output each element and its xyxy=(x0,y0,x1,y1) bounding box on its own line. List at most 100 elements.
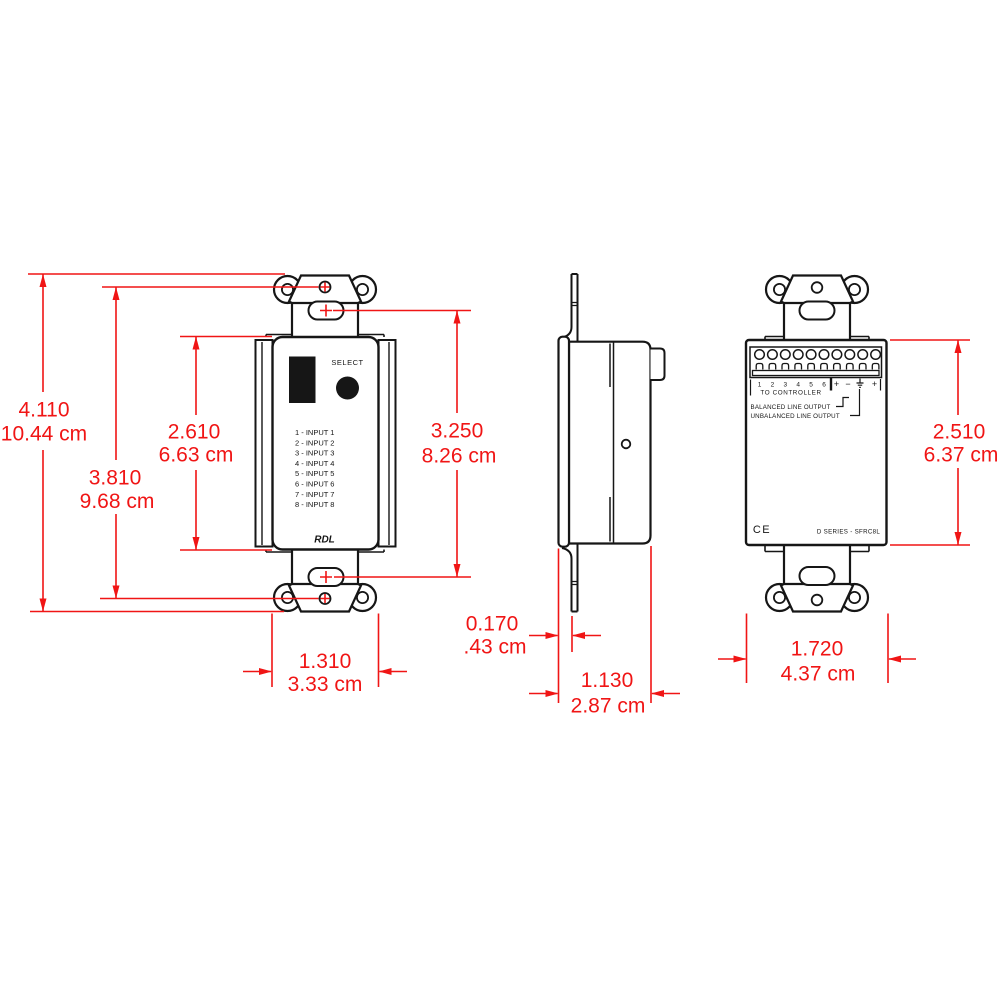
arrow-up-icon xyxy=(39,274,47,287)
terminal-screw xyxy=(870,348,882,361)
arrow-left-icon xyxy=(572,632,585,639)
mounting-hole xyxy=(810,593,824,607)
bracket-stem xyxy=(290,303,360,337)
dim-value-in: 0.170 xyxy=(466,613,519,636)
dim-value-cm: 3.33 cm xyxy=(288,673,363,696)
unbalanced-output-label: UNBALANCED LINE OUTPUT xyxy=(751,413,840,420)
input-legend-row: 8 - INPUT 8 xyxy=(295,500,334,509)
ear-screw-hole xyxy=(848,282,862,296)
terminal-screw xyxy=(844,348,856,361)
bracket-foot xyxy=(764,335,870,340)
dim-value-in: 3.810 xyxy=(89,467,142,490)
terminal-number: 3 xyxy=(783,382,787,389)
to-controller-label: TO CONTROLLER xyxy=(760,390,821,397)
side-hole xyxy=(620,438,632,450)
terminal-clamp xyxy=(871,362,880,370)
arrow-up-icon xyxy=(954,340,962,353)
terminal-screw xyxy=(792,348,804,361)
dim-overall-height: 4.110 10.44 cm xyxy=(1,274,87,612)
arrow-down-icon xyxy=(192,537,200,550)
terminal-group-tick xyxy=(749,379,882,396)
dim-value-cm: 6.63 cm xyxy=(159,444,234,467)
chassis-body-back xyxy=(744,338,888,547)
bottom-mounting-tab xyxy=(561,544,579,613)
ce-mark: CE xyxy=(753,524,771,536)
terminal-screw xyxy=(766,348,778,361)
rear-connector xyxy=(650,347,666,381)
arrow-down-icon xyxy=(39,598,47,612)
dim-value-cm: 9.68 cm xyxy=(80,490,155,513)
arrow-up-icon xyxy=(192,336,200,350)
dimension-annotations: 4.110 10.44 cm 3.810 9.68 cm 2.610 6.63 … xyxy=(1,273,998,718)
terminal-minus: − xyxy=(845,379,850,389)
arrow-right-icon xyxy=(545,632,559,639)
extension-line xyxy=(890,339,970,546)
balanced-output-label: BALANCED LINE OUTPUT xyxy=(751,404,831,411)
terminal-screw xyxy=(857,348,869,361)
dim-value-in: 3.250 xyxy=(431,420,484,443)
right-flange xyxy=(377,339,397,548)
terminal-number: 4 xyxy=(796,382,800,389)
dim-value-cm: 10.44 cm xyxy=(1,423,87,446)
terminal-clamp-bar xyxy=(751,369,880,377)
input-legend-row: 4 - INPUT 4 xyxy=(295,459,334,468)
terminal-screw xyxy=(753,348,766,361)
terminal-block-outline xyxy=(749,346,883,379)
arrow-up-icon xyxy=(453,310,461,324)
dim-value-in: 1.130 xyxy=(581,669,634,692)
dim-value-in: 1.720 xyxy=(791,638,844,661)
terminal-screw xyxy=(779,348,791,361)
flange-edge-line xyxy=(261,342,390,545)
dim-chassis-height: 2.510 6.37 cm xyxy=(924,340,998,545)
dim-value-in: 2.610 xyxy=(168,421,221,444)
terminal-clamp xyxy=(858,362,867,370)
dim-insert-height: 2.610 6.63 cm xyxy=(159,336,234,550)
extension-line xyxy=(271,613,380,687)
dim-value-in: 4.110 xyxy=(19,399,70,422)
terminal-block xyxy=(749,346,883,379)
bracket-foot xyxy=(764,545,870,553)
bracket-stem xyxy=(290,549,360,584)
ear-screw-hole xyxy=(355,282,369,296)
terminal-number: 1 xyxy=(758,382,762,389)
terminal-clamps xyxy=(755,362,880,370)
terminal-screw xyxy=(805,348,817,361)
terminal-number: 5 xyxy=(809,382,813,389)
side-view xyxy=(557,273,666,613)
extension-line xyxy=(745,613,889,683)
input-legend-row: 3 - INPUT 3 xyxy=(295,449,334,458)
arrow-right-icon xyxy=(545,690,559,697)
terminal-clamp xyxy=(781,362,790,370)
arrow-down-icon xyxy=(453,564,461,577)
balanced-leader-line xyxy=(836,396,849,408)
ear-screw-hole xyxy=(773,282,787,296)
top-mounting-tab xyxy=(561,273,579,342)
arrow-right-icon xyxy=(733,655,747,663)
terminal-screw xyxy=(818,348,830,361)
input-legend-row: 7 - INPUT 7 xyxy=(295,490,334,499)
bracket-stem xyxy=(782,303,852,340)
input-legend-row: 2 - INPUT 2 xyxy=(295,438,334,447)
dim-mounting-hole-spacing: 3.810 9.68 cm xyxy=(80,287,155,599)
mounting-hole xyxy=(810,281,824,294)
dim-chassis-width: 1.720 4.37 cm xyxy=(718,638,916,686)
arrow-left-icon xyxy=(651,690,664,697)
terminal-clamp xyxy=(768,362,777,370)
terminal-clamp xyxy=(845,362,854,370)
back-top-bracket xyxy=(764,274,870,340)
terminal-clamp xyxy=(755,362,764,370)
terminal-number: 6 xyxy=(822,382,826,389)
plate-edge xyxy=(557,335,571,548)
front-bottom-bracket xyxy=(265,549,385,613)
tab-break-line xyxy=(571,580,578,586)
slot-center-cross xyxy=(320,282,332,603)
terminal-plus: + xyxy=(834,379,839,389)
arrow-down-icon xyxy=(112,585,120,599)
chassis-body-side xyxy=(567,340,652,545)
dim-depth: 1.130 2.87 cm xyxy=(529,669,680,718)
terminal-clamp xyxy=(807,362,816,370)
dim-value-cm: 8.26 cm xyxy=(422,445,497,468)
unbalanced-leader-line xyxy=(850,389,861,417)
terminal-clamp xyxy=(794,362,803,370)
